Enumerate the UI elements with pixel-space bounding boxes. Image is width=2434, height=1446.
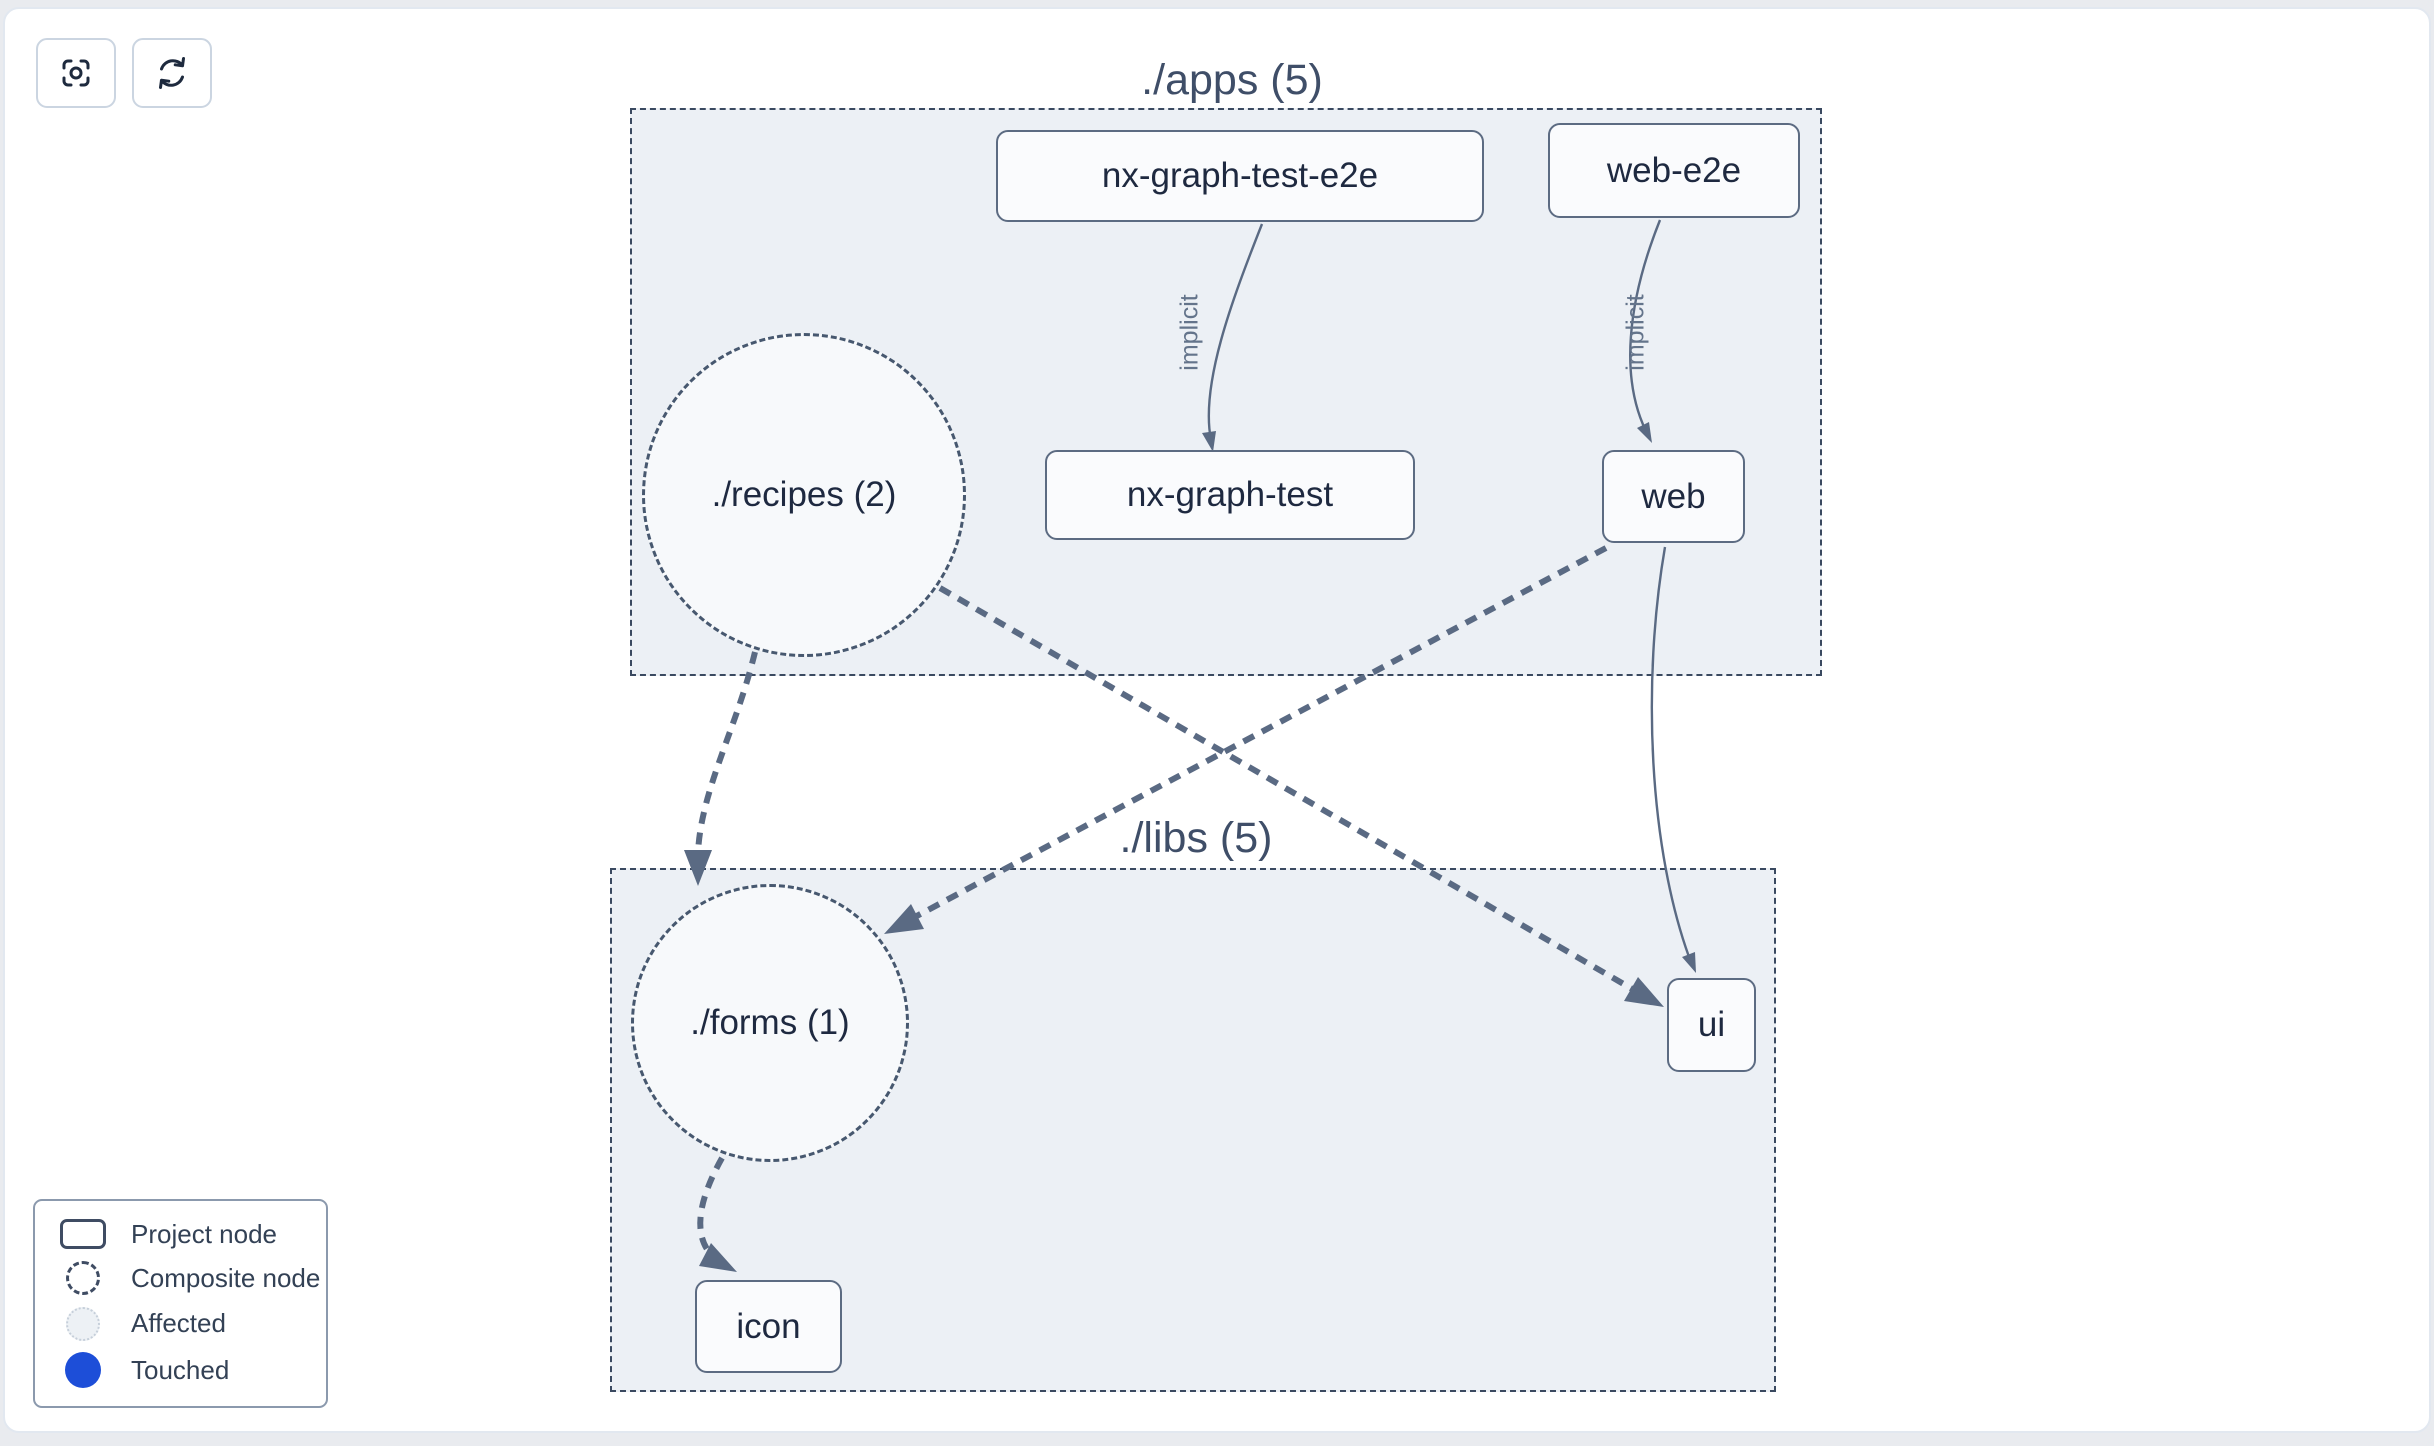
- composite-node-forms[interactable]: ./forms (1): [631, 884, 909, 1162]
- legend-label: Touched: [131, 1354, 230, 1385]
- zoom-to-fit-button[interactable]: [36, 38, 116, 108]
- legend-item-affected: Affected: [35, 1306, 326, 1341]
- project-node-icon[interactable]: icon: [695, 1280, 842, 1373]
- legend-label: Project node: [131, 1218, 277, 1249]
- project-node-ui[interactable]: ui: [1667, 978, 1756, 1072]
- affected-swatch-icon: [35, 1306, 131, 1341]
- project-node-label: web-e2e: [1606, 150, 1742, 190]
- project-node-label: web: [1641, 476, 1706, 516]
- project-node-web[interactable]: web: [1602, 450, 1745, 543]
- project-node-nx-graph-test-e2e[interactable]: nx-graph-test-e2e: [996, 130, 1484, 222]
- legend-label: Composite node: [131, 1262, 321, 1293]
- composite-node-swatch-icon: [35, 1261, 131, 1296]
- project-node-label: nx-graph-test-e2e: [1101, 156, 1379, 195]
- legend-item-touched: Touched: [35, 1352, 326, 1389]
- legend-label: Affected: [131, 1308, 226, 1339]
- project-node-swatch-icon: [35, 1219, 131, 1250]
- focus-icon: [62, 59, 90, 87]
- composite-node-recipes[interactable]: ./recipes (2): [642, 333, 966, 657]
- graph-toolbar: [36, 38, 212, 108]
- touched-swatch-icon: [35, 1352, 131, 1389]
- group-title-apps: ./apps (5): [1141, 56, 1323, 104]
- group-title-libs: ./libs (5): [1119, 814, 1273, 862]
- composite-node-label: ./recipes (2): [711, 475, 897, 514]
- project-node-nx-graph-test[interactable]: nx-graph-test: [1045, 450, 1415, 540]
- composite-node-label: ./forms (1): [690, 1003, 850, 1042]
- refresh-icon: [159, 57, 185, 89]
- legend-item-composite-node: Composite node: [35, 1261, 326, 1296]
- edge-label-implicit: implicit: [1621, 294, 1650, 371]
- project-node-label: icon: [736, 1306, 801, 1346]
- edge-label-implicit: implicit: [1175, 294, 1204, 371]
- legend-item-project-node: Project node: [35, 1219, 326, 1250]
- project-node-web-e2e[interactable]: web-e2e: [1548, 123, 1800, 218]
- refresh-button[interactable]: [132, 38, 212, 108]
- legend: Project node Composite node Affected Tou…: [33, 1199, 328, 1408]
- project-node-label: ui: [1697, 1005, 1726, 1044]
- project-node-label: nx-graph-test: [1126, 475, 1334, 514]
